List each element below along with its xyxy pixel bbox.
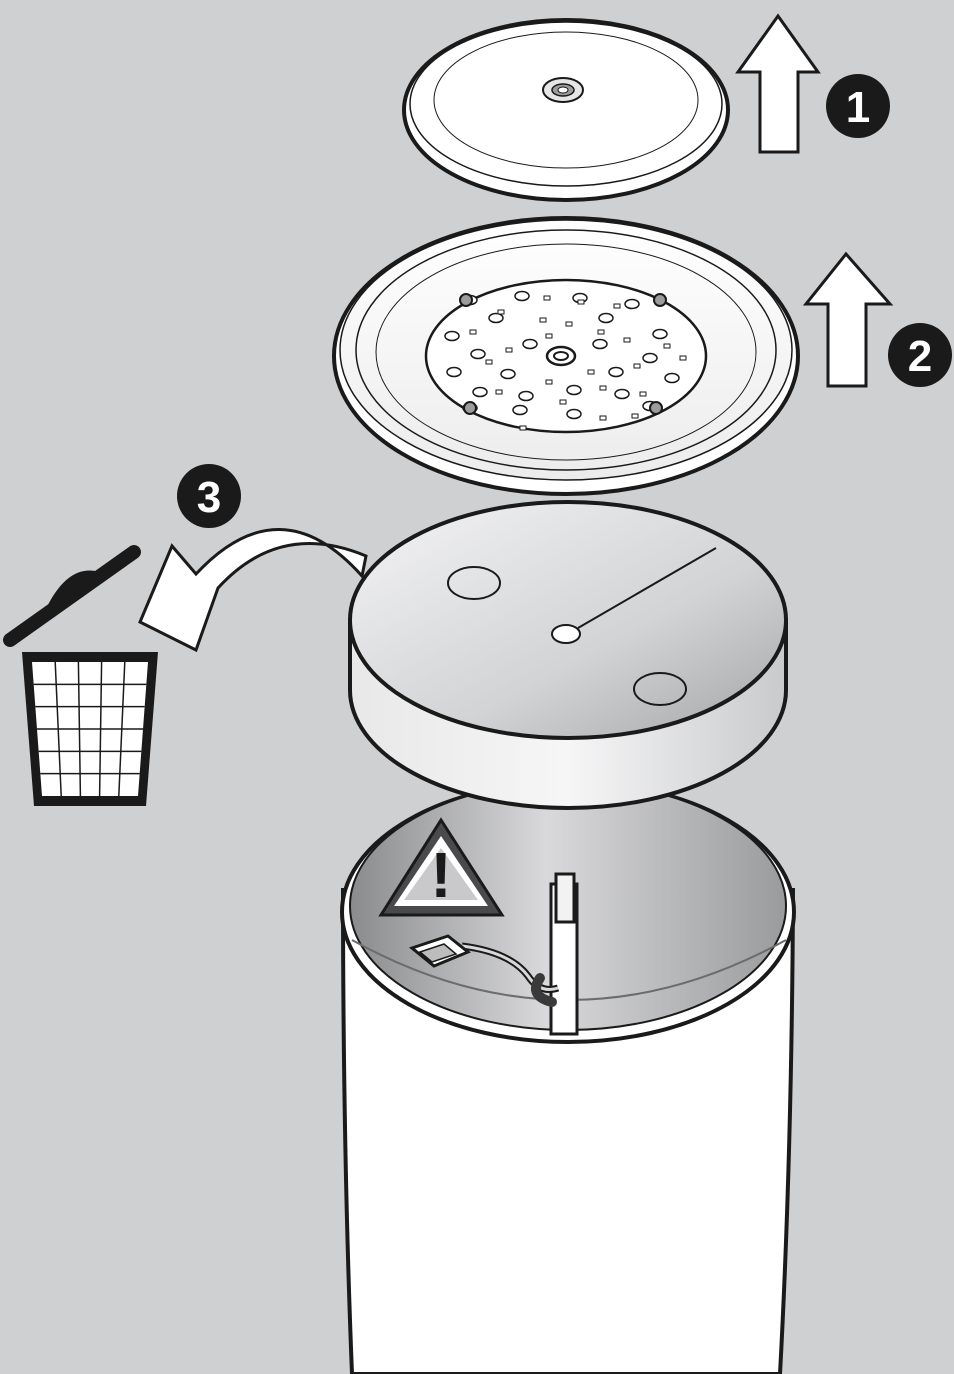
- plate-slot: [578, 300, 584, 304]
- svg-text:2: 2: [908, 332, 932, 381]
- plate-hole: [513, 406, 527, 415]
- plate-slot: [680, 356, 686, 360]
- plate-slot: [632, 414, 638, 418]
- plate-slot: [598, 330, 604, 334]
- plate-slot: [546, 334, 552, 338]
- plate-slot: [540, 318, 546, 322]
- plate-slot: [640, 392, 646, 396]
- up-arrow-icon: [806, 254, 890, 386]
- plate-hole: [519, 392, 533, 401]
- plate-hole: [523, 340, 537, 349]
- plate-slot: [560, 400, 566, 404]
- plate-slot: [600, 386, 606, 390]
- plate-slot: [486, 360, 492, 364]
- plate-slot: [614, 304, 620, 308]
- plate-slot: [470, 330, 476, 334]
- top-cover: [404, 20, 728, 200]
- plate-slot: [634, 364, 640, 368]
- plate-slot: [624, 338, 630, 342]
- svg-text:3: 3: [197, 473, 221, 522]
- plate-hole: [643, 354, 657, 363]
- plate-hole: [445, 332, 459, 341]
- plate-hole: [473, 388, 487, 397]
- plate-slot: [566, 322, 572, 326]
- trash-bin-icon: [10, 552, 158, 806]
- plate-hole: [625, 300, 639, 309]
- plate-hole: [593, 340, 607, 349]
- plate-slot: [600, 416, 606, 420]
- plate-hole: [447, 368, 461, 377]
- plate-hole: [609, 368, 623, 377]
- plate-slot: [496, 390, 502, 394]
- filter-pad: [350, 502, 786, 808]
- step-1-badge: 1: [826, 74, 890, 138]
- svg-text:1: 1: [846, 83, 870, 132]
- center-shaft: [551, 874, 577, 1034]
- plate-hole: [501, 370, 515, 379]
- plate-slot: [546, 380, 552, 384]
- step-3-badge: 3: [177, 464, 241, 528]
- plate-hole: [515, 292, 529, 301]
- up-arrow-icon: [738, 16, 818, 152]
- plate-hole: [471, 350, 485, 359]
- plate-hole: [489, 314, 503, 323]
- plate-slot: [506, 348, 512, 352]
- plate-slot: [498, 310, 504, 314]
- plate-hole: [599, 314, 613, 323]
- plate-slot: [588, 370, 594, 374]
- plate-screw: [650, 402, 662, 414]
- plate-screw: [654, 294, 666, 306]
- step-2-badge: 2: [888, 323, 952, 387]
- plate-slot: [664, 344, 670, 348]
- warning-symbol: !: [430, 839, 451, 911]
- diffuser-plate: [334, 218, 798, 494]
- plate-slot: [520, 426, 526, 430]
- plate-hole: [567, 410, 581, 419]
- plate-hole: [567, 386, 581, 395]
- plate-hole: [653, 330, 667, 339]
- curved-arrow-icon: [140, 529, 366, 650]
- plate-hole: [665, 374, 679, 383]
- plate-screw: [464, 402, 476, 414]
- plate-screw: [460, 294, 472, 306]
- plate-slot: [544, 296, 550, 300]
- plate-hole: [615, 390, 629, 399]
